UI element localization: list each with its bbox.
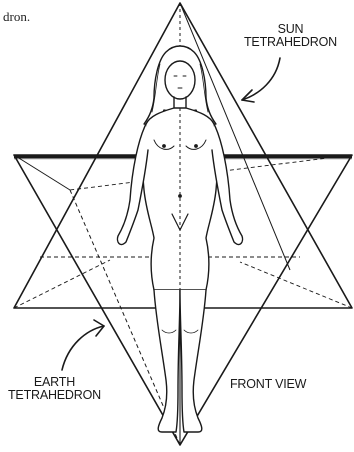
sun-label-line2: TETRAHEDRON bbox=[244, 36, 337, 49]
right-leg bbox=[180, 290, 206, 432]
left-leg bbox=[154, 290, 180, 432]
head bbox=[165, 61, 195, 99]
earth-tetrahedron-label: EARTH TETRAHEDRON bbox=[8, 376, 101, 402]
earth-label-line2: TETRAHEDRON bbox=[8, 389, 101, 402]
right-arm bbox=[212, 124, 243, 244]
sun-arrow bbox=[242, 58, 280, 102]
earth-arrow bbox=[62, 320, 104, 370]
sun-tetrahedron-label: SUN TETRAHEDRON bbox=[244, 23, 337, 49]
view-label: FRONT VIEW bbox=[230, 378, 306, 391]
left-arm bbox=[117, 124, 148, 244]
